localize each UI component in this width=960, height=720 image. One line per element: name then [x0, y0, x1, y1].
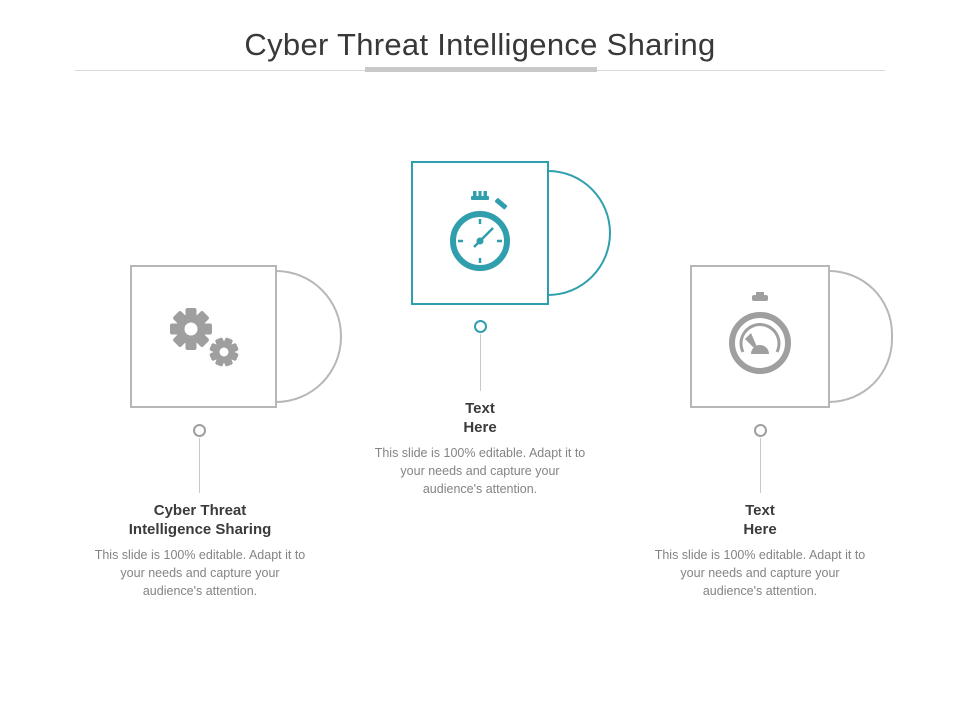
stopwatch-icon	[440, 191, 520, 284]
item-description: This slide is 100% editable. Adapt it to…	[94, 548, 306, 598]
connector-dot	[193, 424, 206, 437]
connector-dot	[754, 424, 767, 437]
timer-icon	[720, 292, 800, 385]
gears-icon	[153, 297, 253, 382]
item-text-here-center: Text Here This slide is 100% editable. A…	[370, 161, 611, 511]
connector-line	[199, 438, 200, 493]
semicircle-shape	[276, 270, 342, 403]
item-cyber-threat: Cyber Threat Intelligence Sharing This s…	[90, 265, 342, 615]
item-description: This slide is 100% editable. Adapt it to…	[654, 548, 866, 598]
connector-dot	[474, 320, 487, 333]
item-description: This slide is 100% editable. Adapt it to…	[374, 446, 586, 496]
item-text-here-right: Text Here This slide is 100% editable. A…	[650, 265, 893, 615]
connector-line	[480, 334, 481, 391]
connector-line	[760, 438, 761, 493]
title-underline-accent	[365, 67, 597, 72]
item-title: Text Here	[463, 400, 497, 437]
item-title: Text Here	[743, 502, 777, 539]
slide-title: Cyber Threat Intelligence Sharing	[244, 27, 716, 62]
square-frame	[690, 265, 830, 408]
semicircle-shape	[829, 270, 893, 403]
semicircle-shape	[548, 170, 611, 296]
item-title: Cyber Threat Intelligence Sharing	[128, 502, 272, 539]
square-frame	[411, 161, 549, 305]
